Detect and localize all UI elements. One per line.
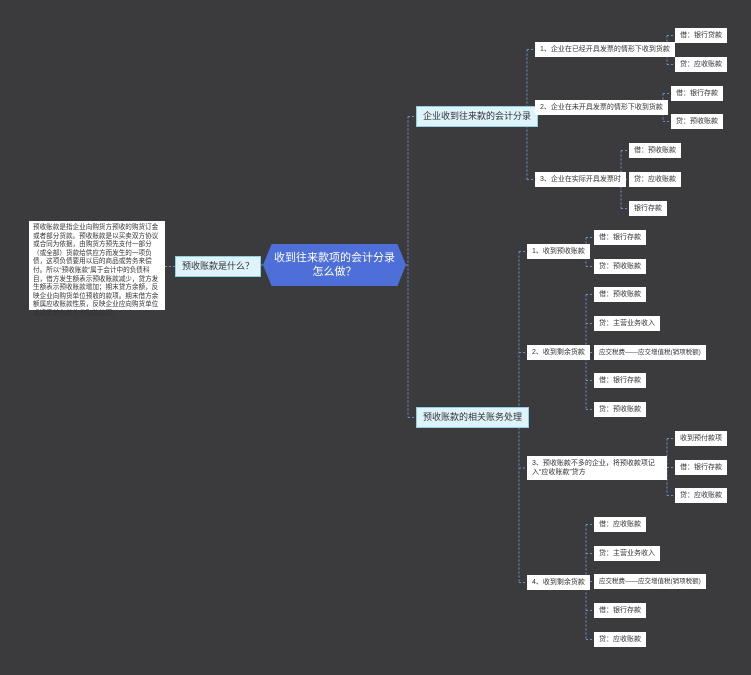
b2-item4-entry2[interactable]: 贷：主营业务收入 xyxy=(594,546,660,561)
b2-item2-entry5[interactable]: 贷：预收账款 xyxy=(594,402,646,417)
b2-item3-label[interactable]: 3、预收账款不多的企业，将预收款项记入“应收账款”贷方 xyxy=(527,456,667,480)
b2-item4-entry3[interactable]: 应交税费——应交增值税(销项税额) xyxy=(594,574,706,589)
b2-item3-entry3[interactable]: 贷：应收账款 xyxy=(675,488,727,503)
b2-item4-label[interactable]: 4、收到剩余货款 xyxy=(527,575,590,590)
b1-item1-entry2[interactable]: 贷：应收账款 xyxy=(675,57,727,72)
b2-item3-entry2[interactable]: 借：银行存款 xyxy=(675,460,727,475)
b2-item2-entry4[interactable]: 借：银行存款 xyxy=(594,373,646,388)
b2-item1-entry1[interactable]: 借：银行存款 xyxy=(594,230,646,245)
b1-item3-entry1[interactable]: 借：预收账款 xyxy=(629,143,681,158)
b2-item4-entry5[interactable]: 贷：应收账款 xyxy=(594,632,646,647)
b2-item4-entry4[interactable]: 借：银行存款 xyxy=(594,603,646,618)
b1-item1-label[interactable]: 1、企业在已经开具发票的情形下收到货款 xyxy=(535,42,675,57)
b2-item2-entry2[interactable]: 贷：主营业务收入 xyxy=(594,316,660,331)
b1-item1-entry1[interactable]: 借：银行贷款 xyxy=(675,28,727,43)
definition-question[interactable]: 预收账款是什么？ xyxy=(175,256,262,277)
b2-item2-entry1[interactable]: 借：预收账款 xyxy=(594,287,646,302)
b2-item4-entry1[interactable]: 借：应收账款 xyxy=(594,517,646,532)
b2-item3-entry1[interactable]: 收到预付款项 xyxy=(675,431,727,446)
b2-item2-entry3[interactable]: 应交税费——应交增值税(销项税额) xyxy=(594,345,706,360)
b1-item2-entry1[interactable]: 借：银行存款 xyxy=(671,86,723,101)
b1-item2-label[interactable]: 2、企业在未开具发票的情形下收到货款 xyxy=(535,100,668,115)
b1-item3-entry3[interactable]: 银行存款 xyxy=(629,201,667,216)
b1-item3-entry2[interactable]: 贷：应收账款 xyxy=(629,172,681,187)
branch1-title[interactable]: 企业收到往来款的会计分录 xyxy=(416,106,539,127)
definition-text: 预收账款是指企业向购货方预收的购货订金或者部分货款。预收账款是以买卖双方协议或合… xyxy=(29,221,165,317)
b2-item2-label[interactable]: 2、收到剩余货款 xyxy=(527,345,590,360)
b1-item2-entry2[interactable]: 贷：预收账款 xyxy=(671,114,723,129)
b2-item1-entry2[interactable]: 贷：预收账款 xyxy=(594,259,646,274)
b1-item3-label[interactable]: 3、企业在实际开具发票时 xyxy=(535,172,626,187)
center-topic[interactable]: 收到往来款项的会计分录怎么做？ xyxy=(263,244,406,286)
b2-item1-label[interactable]: 1、收到预收账款 xyxy=(527,244,590,259)
branch2-title[interactable]: 预收账款的相关账务处理 xyxy=(416,407,530,428)
